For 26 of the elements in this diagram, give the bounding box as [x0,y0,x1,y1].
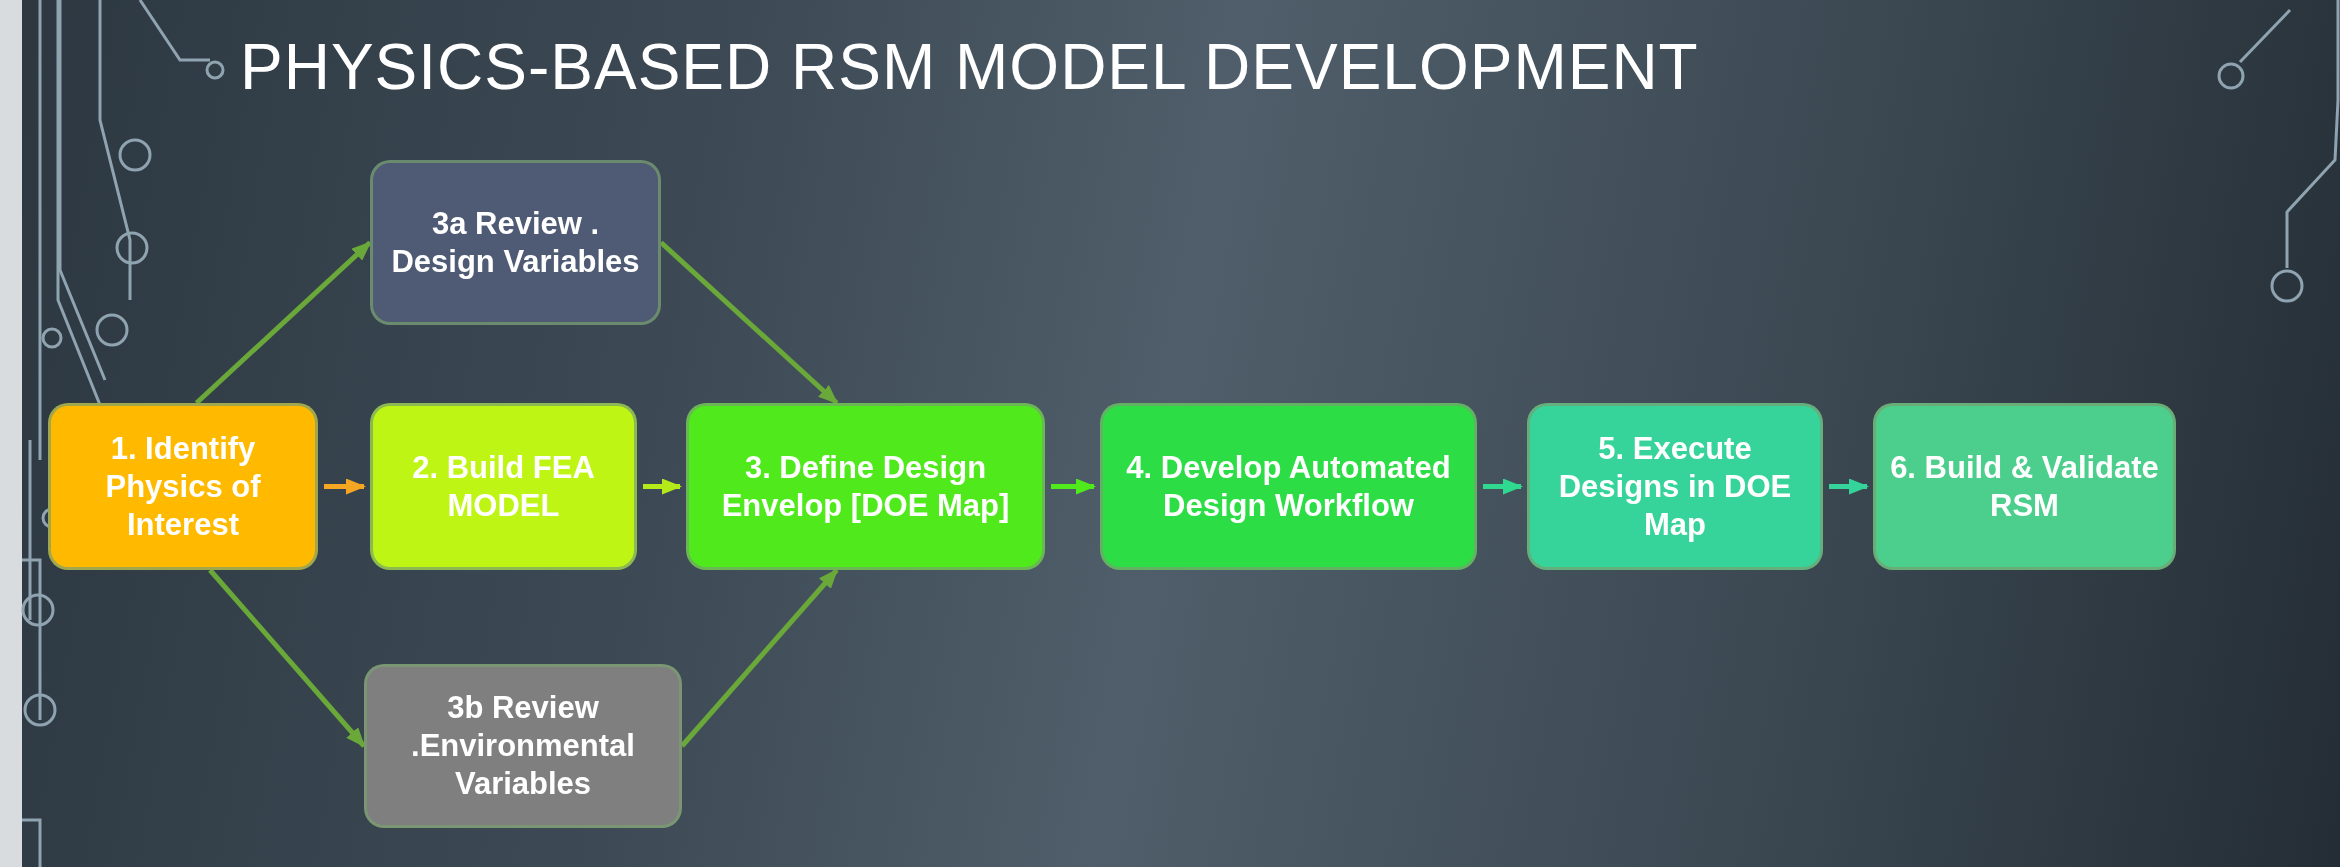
process-box [370,160,661,325]
process-box [48,403,318,570]
arrow [1829,478,1869,495]
arrow [1483,478,1523,495]
arrow [208,568,366,748]
arrow [1051,478,1096,495]
step-label: 3. Define Design Envelop [DOE Map] [720,448,1011,525]
step-label: 5. Execute Designs in DOE Map [1557,429,1793,544]
arrow [324,478,366,495]
step-label: 1. Identify Physics of Interest [104,429,262,544]
step-label: 3b Review .Environmental Variables [410,689,636,803]
arrow [680,568,839,748]
step-label: 3a Review . Design Variables [390,204,641,281]
process-box [1873,403,2176,570]
slide-title: PHYSICS-BASED RSM MODEL DEVELOPMENT [240,30,1699,104]
process-box [1100,403,1477,570]
arrow [194,240,372,405]
step-label: 4. Develop Automated Design Workflow [1125,448,1452,525]
step-label: 2. Build FEA MODEL [411,448,596,525]
process-box [686,403,1045,570]
process-box [370,403,637,570]
process-box [364,664,682,828]
process-box [1527,403,1823,570]
step-label: 6. Build & Validate RSM [1890,448,2159,525]
arrow [643,478,682,495]
arrow [659,240,839,405]
